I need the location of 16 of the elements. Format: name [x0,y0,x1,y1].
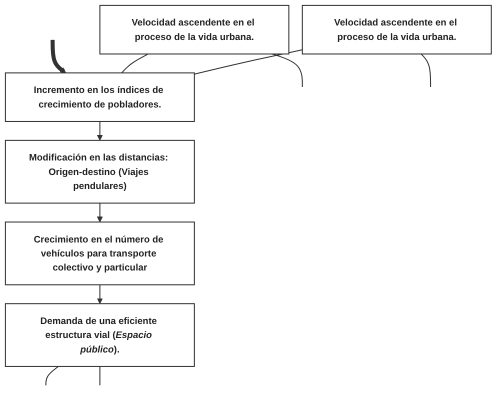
connector [46,366,59,386]
node-box: Velocidad ascendente en el proceso de la vida urbana. [100,4,290,54]
connector [194,49,303,75]
node-box: Velocidad ascendente en el proceso de la vida urbana. [302,4,492,54]
node-box: Incremento en los índices de crecimiento de pobladores. [5,72,195,122]
arrow [97,121,103,141]
connector [122,54,149,74]
connector [100,366,101,386]
arrow [97,203,103,222]
node-box: Crecimiento en el número de vehículos para transporte colectivo y particular [5,222,195,286]
node-box: Demanda de una eficiente estructura vial (Espacio público). [5,303,195,367]
connector [272,54,303,88]
arrow [50,40,66,74]
connector [420,54,432,88]
node-box: Modificación en las distancias: Origen-destino (Viajes pendulares) [5,140,195,204]
arrow [97,284,103,304]
